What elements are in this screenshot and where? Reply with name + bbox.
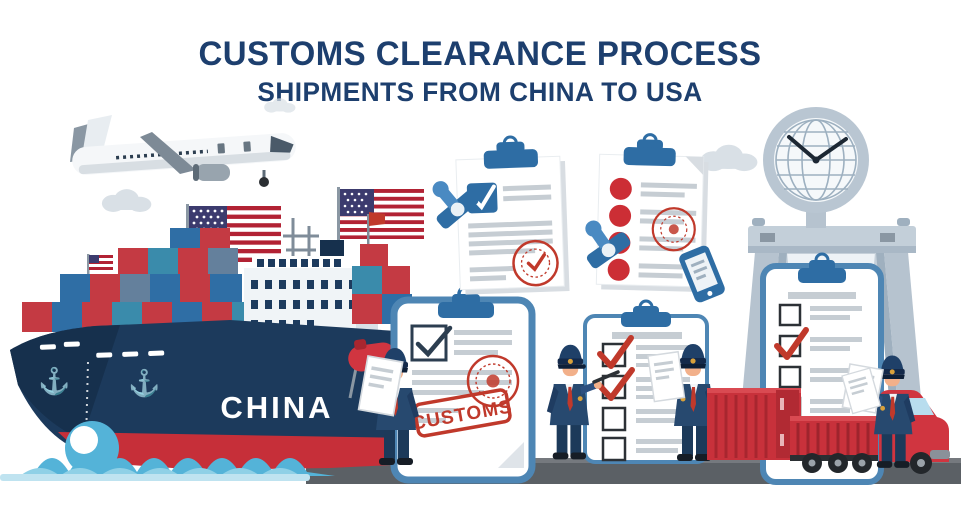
document-paper	[647, 351, 686, 403]
shipping-container	[707, 388, 801, 460]
approved-seal-icon	[466, 354, 520, 408]
document-lines	[412, 330, 512, 423]
customs-clipboard: CUSTOMS	[390, 285, 536, 484]
check-icon	[597, 335, 634, 369]
cargo-ship: ⚓ ⚓ CHINA	[10, 212, 412, 470]
airplane-icon	[70, 115, 296, 187]
page-title: CUSTOMS CLEARANCE PROCESS SHIPMENTS FROM…	[194, 35, 766, 108]
globe-clock-icon	[763, 107, 869, 213]
title-line-2: SHIPMENTS FROM CHINA TO USA	[257, 77, 703, 108]
page-curl	[498, 442, 524, 468]
customs-officer	[546, 344, 620, 460]
check-icon	[774, 327, 809, 360]
ship-hull-label: CHINA	[220, 390, 333, 425]
check-icon	[597, 367, 635, 401]
sea-waves	[0, 421, 335, 481]
verified-seal-icon	[512, 239, 559, 287]
container-stack	[22, 228, 244, 332]
shipping-seal-icon	[651, 207, 696, 252]
pen-icon	[592, 370, 620, 384]
smartphone-icon	[679, 245, 725, 303]
check-icon	[415, 325, 453, 358]
anchor-icon: ⚓	[128, 368, 160, 398]
checked-document-clipboard	[455, 135, 570, 295]
anchor-icon: ⚓	[38, 366, 70, 396]
title-line-1: CUSTOMS CLEARANCE PROCESS	[198, 35, 762, 73]
document-lines	[468, 184, 553, 282]
